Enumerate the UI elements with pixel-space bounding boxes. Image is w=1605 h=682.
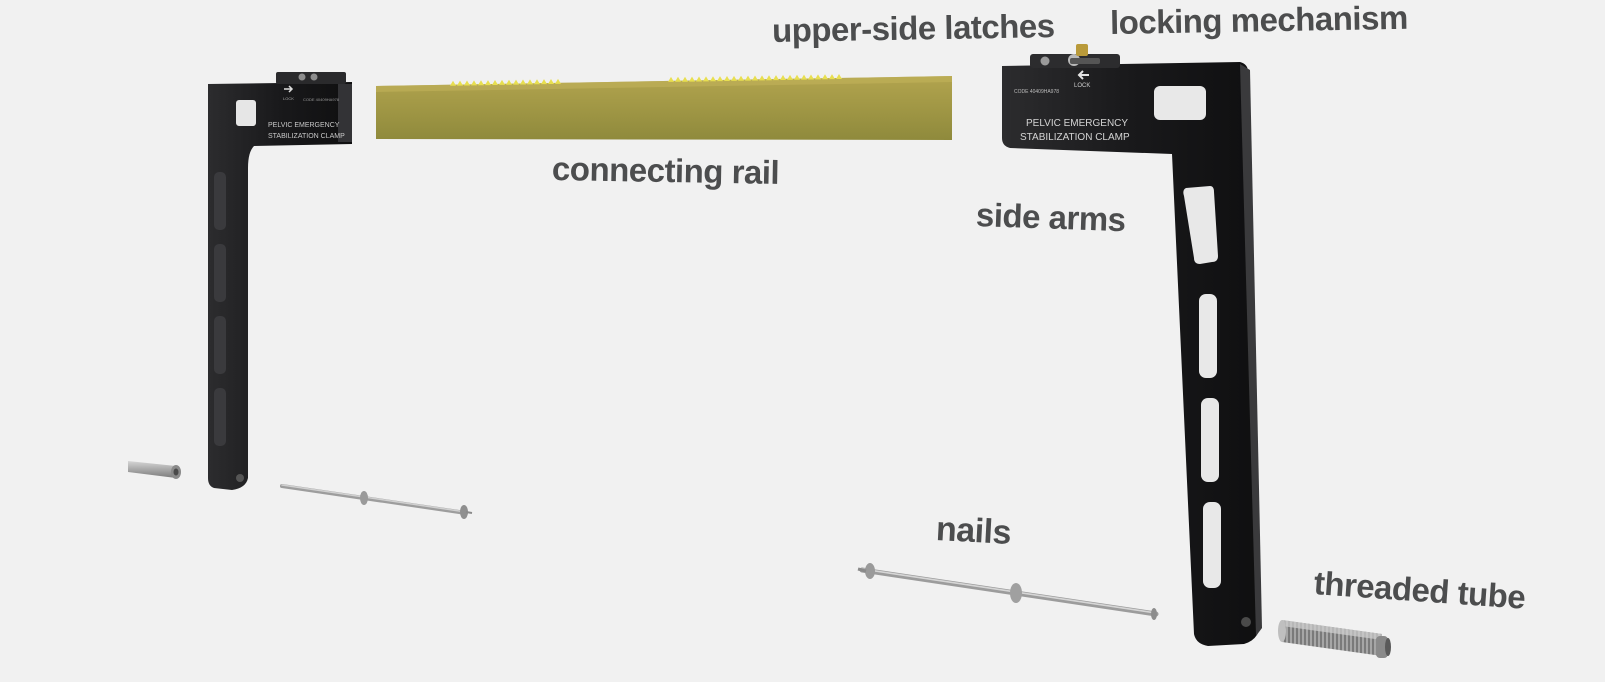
left-side-arm: PELVIC EMERGENCY STABILIZATION CLAMP LOC… [208,72,352,490]
latch-tooth [485,80,491,86]
latch-tooth [492,79,498,85]
latch-tooth [717,76,723,82]
latch-tooth [794,74,800,80]
latch-tooth [780,74,786,80]
left-leg-slot [214,244,226,302]
left-arm-name-line2: STABILIZATION CLAMP [268,133,345,140]
latch-tooth [675,76,681,82]
latch-tooth [513,79,519,85]
latch-tooth [668,76,674,82]
latch-tooth [541,79,547,85]
connecting-rail [376,74,952,140]
latch-tooth [752,75,758,81]
right-side-arm: PELVIC EMERGENCY STABILIZATION CLAMP COD… [1002,44,1262,646]
right-leg-slot [1201,398,1219,482]
left-arm-lock-text: LOCK [283,96,294,101]
left-nail [280,484,473,519]
left-leg-slot [214,388,226,446]
left-arm-code-text: CODE 40409HA978 [303,97,340,102]
right-arrow-icon [284,85,294,93]
latch-tooth [450,80,456,86]
latch-tooth [836,74,842,80]
latch-tooth [464,80,470,86]
right-arm-name-line2: STABILIZATION CLAMP [1020,132,1130,143]
latch-tooth [822,74,828,80]
latch-tooth [471,80,477,86]
label-locking-mechanism: locking mechanism [1109,0,1409,41]
latch-tooth [815,74,821,80]
left-leg-slot [214,172,226,230]
latch-tooth [520,79,526,85]
latch-tooth [773,75,779,81]
left-arrow-icon [1077,70,1089,80]
right-arm-name-line1: PELVIC EMERGENCY [1026,118,1128,129]
label-side-arms: side arms [975,196,1127,239]
latch-tooth [724,75,730,81]
right-head-window [1154,86,1206,120]
latch-tooth [710,76,716,82]
label-upper-side-latches: upper-side latches [771,7,1055,49]
latch-tooth [506,79,512,85]
latch-tooth [759,75,765,81]
latch-tooth [527,79,533,85]
latch-tooth [745,75,751,81]
latch-tooth [478,80,484,86]
lock-pin [1076,44,1088,56]
rail-latch-teeth [450,74,842,86]
latch-tooth [682,76,688,82]
right-arm-lock-text: LOCK [1074,83,1090,89]
left-head-window [236,100,256,126]
latch-tooth [696,76,702,82]
label-nails: nails [935,510,1012,552]
latch-tooth [738,75,744,81]
right-nail [857,563,1159,620]
label-connecting-rail: connecting rail [551,150,780,191]
latch-tooth [689,76,695,82]
latch-tooth [548,79,554,85]
right-leg-slot [1203,502,1221,588]
latch-tooth [731,75,737,81]
left-arm-name-line1: PELVIC EMERGENCY [268,122,340,129]
latch-tooth [499,79,505,85]
right-arm-code-text: CODE 40409HA978 [1014,89,1059,95]
latch-tooth [703,76,709,82]
latch-tooth [787,74,793,80]
latch-tooth [801,74,807,80]
latch-tooth [766,75,772,81]
right-leg-slot [1199,294,1217,378]
right-leg-slot [1183,186,1218,264]
latch-tooth [534,79,540,85]
left-leg-slot [214,316,226,374]
latch-tooth [808,74,814,80]
left-threaded-tube [128,461,181,479]
latch-tooth [829,74,835,80]
threaded-tube [1278,620,1391,658]
latch-tooth [555,78,561,84]
latch-tooth [457,80,463,86]
